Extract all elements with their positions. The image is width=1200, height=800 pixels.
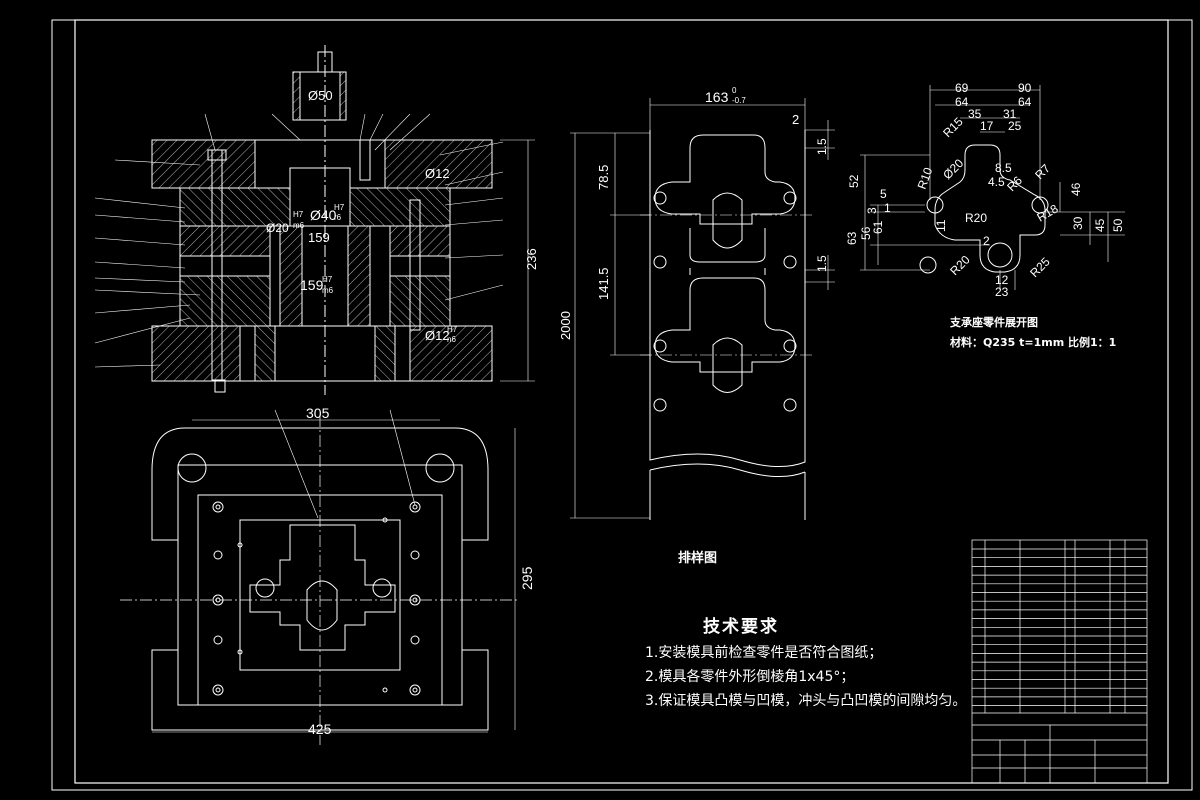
dim-shank: Ø50: [308, 88, 333, 103]
title-block: [971, 539, 1148, 784]
dim-159: 159: [308, 230, 330, 245]
part-dim-label: 30: [1071, 216, 1085, 230]
tol-h7: H7: [293, 210, 304, 219]
part-dim-label: 90: [1018, 81, 1032, 95]
tol-lower: -0.7: [732, 96, 746, 105]
part-dim-label: R20: [947, 252, 973, 278]
strip-layout-caption: 排样图: [678, 551, 718, 566]
part-dim-label: 3: [865, 207, 879, 214]
part-dim-label: 46: [1069, 182, 1083, 196]
tol-r6: r6: [334, 213, 342, 222]
part-dim-label: R10: [915, 165, 936, 191]
assembly-section: [94, 45, 535, 395]
dim-295: 295: [519, 566, 535, 590]
tol-h7c: H7: [322, 275, 333, 284]
dim-d40: Ø40: [310, 207, 337, 223]
tol-h7d: H7: [447, 325, 458, 334]
part-dim-label: 5: [880, 187, 887, 201]
dim-bridge2: 1.5: [815, 255, 829, 272]
dim-425: 425: [308, 721, 332, 737]
tech-requirements-title: 技术要求: [703, 617, 779, 637]
part-dim-label: 69: [955, 81, 969, 95]
part-dim-label: R7: [1032, 161, 1053, 182]
part-dim-label: 63: [845, 231, 859, 245]
tol-h7b: H7: [334, 203, 345, 212]
dim-d12-bottom: Ø12: [425, 328, 450, 343]
tol-upper: 0: [732, 86, 737, 95]
part-dim-label: R6: [1004, 173, 1025, 194]
part-dim-label: 52: [847, 174, 861, 188]
dim-d20: Ø20: [266, 221, 289, 235]
plan-dims: 305 425 295: [306, 405, 535, 737]
tech-requirement-2: 2.模具各零件外形倒棱角1x45°；: [645, 669, 855, 685]
part-dim-label: 12: [995, 273, 1009, 287]
part-dim-label: 50: [1111, 218, 1125, 232]
dim-bridge1: 1.5: [815, 138, 829, 155]
part-dim-label: 1: [884, 201, 891, 215]
dim-78-5: 78.5: [596, 165, 611, 190]
part-dim-label: 64: [955, 95, 969, 109]
tol-m6b: m6: [322, 286, 334, 295]
part-dim-label: 11: [934, 219, 948, 232]
part-material-note: 材料：Q235 t=1mm 比例1：1: [950, 336, 1117, 349]
part-dim-label: 35: [968, 107, 982, 121]
dim-159b: 159: [300, 277, 324, 293]
part-dim-label: 61: [871, 220, 885, 234]
part-dim-label: 31: [1003, 107, 1017, 121]
part-dim-label: 17: [980, 119, 994, 133]
part-drawing: [860, 85, 1125, 290]
part-dim-label: R20: [965, 211, 987, 225]
part-dim-label: 64: [1018, 95, 1032, 109]
dim-141-5: 141.5: [596, 267, 611, 300]
tol-n6: n6: [447, 335, 456, 344]
dim-assembly-height: 236: [524, 248, 539, 270]
part-dim-label: 8.5: [995, 161, 1012, 175]
part-dim-label: 2: [983, 234, 990, 248]
tol-m6: m6: [293, 221, 305, 230]
part-dim-label: R25: [1027, 254, 1053, 280]
strip-dims: 163 0 -0.7 78.5 141.5 2000 2 1.5 1.5: [558, 86, 829, 340]
part-dim-label: 56: [859, 226, 873, 240]
part-dim-label: Ø20: [940, 156, 966, 182]
plan-view: [120, 409, 520, 745]
part-dim-label: 25: [1008, 119, 1022, 133]
tech-requirement-1: 1.安装模具前检查零件是否符合图纸；: [645, 645, 883, 661]
dim-edge-2: 2: [792, 112, 799, 127]
dim-305: 305: [306, 405, 330, 421]
part-dim-label: R18: [1035, 201, 1061, 224]
assembly-dims: Ø50 236 Ø20 H7 m6 Ø40 H7 r6 159 159 H7 m…: [266, 88, 539, 344]
inner-frame: [74, 19, 1169, 784]
part-dim-label: 4.5: [988, 175, 1005, 189]
tech-requirement-3: 3.保证模具凸模与凹模，冲头与凸凹模的间隙均匀。: [645, 693, 967, 709]
outer-border: [51, 19, 1193, 791]
part-dim-label: 23: [995, 285, 1009, 299]
part-dim-label: 45: [1093, 218, 1107, 232]
dim-163: 163: [705, 89, 729, 105]
dim-d12-top: Ø12: [425, 166, 450, 181]
strip-layout: [570, 98, 835, 520]
part-drawing-caption: 支承座零件展开图: [950, 316, 1038, 329]
dim-2000: 2000: [558, 311, 573, 340]
